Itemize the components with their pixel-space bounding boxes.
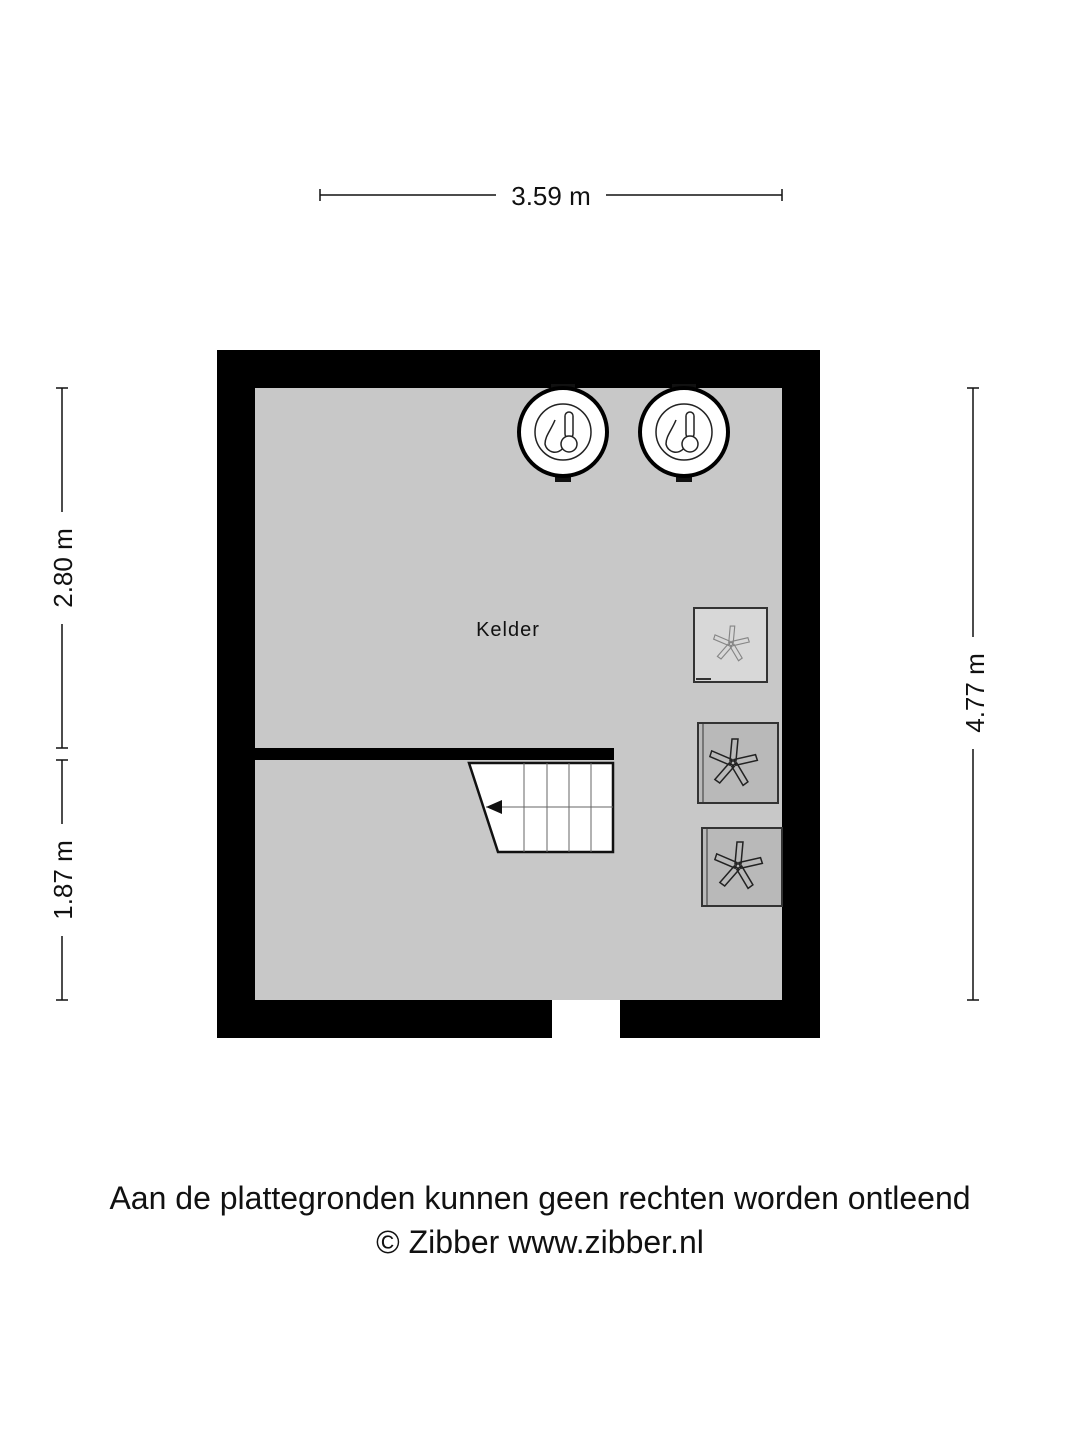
dryer <box>693 607 768 683</box>
dimension-top-label: 3.59 m <box>511 181 591 211</box>
floor <box>255 388 782 1000</box>
room-label: Kelder <box>476 619 540 641</box>
dimension-left-lower: 1.87 m <box>48 759 78 1001</box>
interior-wall <box>255 748 614 760</box>
stair-direction-arrow-icon <box>486 800 502 814</box>
dimension-right-label: 4.77 m <box>960 653 990 733</box>
dimension-right: 4.77 m <box>960 387 990 1001</box>
washing-machine <box>701 827 783 907</box>
door-opening <box>552 1000 620 1038</box>
dimension-top: 3.59 m <box>319 181 783 211</box>
copyright-text: © Zibber www.zibber.nl <box>376 1224 704 1260</box>
washing-machine <box>697 722 779 804</box>
dimension-left-upper: 2.80 m <box>48 387 78 749</box>
staircase <box>467 761 615 854</box>
dimension-left-lower-label: 1.87 m <box>48 840 78 920</box>
dimension-left-upper-label: 2.80 m <box>48 528 78 608</box>
disclaimer-text: Aan de plattegronden kunnen geen rechten… <box>109 1180 971 1216</box>
